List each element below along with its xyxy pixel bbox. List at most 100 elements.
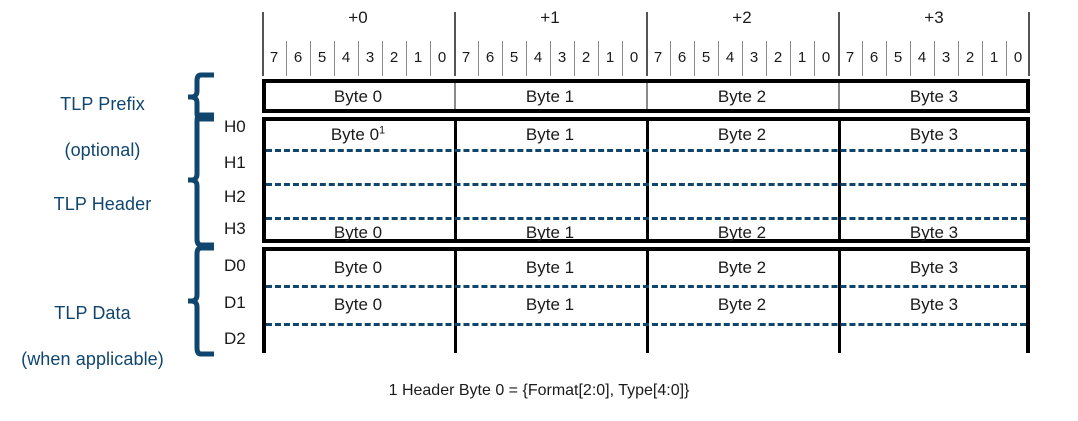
data-d1-byte-0: Byte 0 bbox=[333, 295, 383, 314]
ruler-tick-bit-2-0 bbox=[814, 41, 815, 76]
ruler-bit-3-0: 0 bbox=[1013, 49, 1023, 66]
ruler-tick-bit-1-6 bbox=[478, 41, 479, 76]
ruler-bit-1-7: 7 bbox=[461, 49, 471, 66]
group-label-tlp-prefix: TLP Prefix (optional) bbox=[20, 70, 185, 185]
ruler-tick-bit-2-1 bbox=[790, 41, 791, 76]
ruler-bit-0-0: 0 bbox=[437, 49, 447, 66]
tlp-prefix-section: Byte 0 Byte 1 Byte 2 Byte 3 bbox=[262, 79, 1030, 113]
ruler-tick-byte-end bbox=[1028, 12, 1030, 76]
header-h3-byte-3: Byte 3 bbox=[909, 223, 959, 242]
ruler-bit-2-6: 6 bbox=[677, 49, 687, 66]
data-row-sep-d1-d2 bbox=[266, 323, 1026, 326]
byte-offset-0: +0 bbox=[348, 8, 368, 27]
tlp-data-section: Byte 0 Byte 1 Byte 2 Byte 3 Byte 0 Byte … bbox=[262, 247, 1030, 353]
group-label-tlp-prefix-line1: TLP Prefix bbox=[60, 94, 145, 114]
ruler-bit-1-4: 4 bbox=[533, 49, 543, 66]
data-d0-byte-0: Byte 0 bbox=[333, 258, 383, 277]
row-label-h1: H1 bbox=[224, 153, 246, 172]
ruler-bit-1-3: 3 bbox=[557, 49, 567, 66]
ruler-bit-2-2: 2 bbox=[773, 49, 783, 66]
ruler-bit-3-5: 5 bbox=[893, 49, 903, 66]
ruler-tick-bit-3-0 bbox=[1006, 41, 1007, 76]
data-d1-byte-3: Byte 3 bbox=[909, 295, 959, 314]
header-h0-byte-2: Byte 2 bbox=[717, 125, 767, 144]
ruler-tick-bit-1-2 bbox=[574, 41, 575, 76]
ruler-tick-bit-2-2 bbox=[766, 41, 767, 76]
prefix-col-sep-3 bbox=[838, 83, 840, 109]
ruler-tick-bit-1-3 bbox=[550, 41, 551, 76]
ruler-bit-0-2: 2 bbox=[389, 49, 399, 66]
prefix-col-sep-1 bbox=[454, 83, 456, 109]
ruler-tick-bit-2-3 bbox=[742, 41, 743, 76]
prefix-col-sep-2 bbox=[646, 83, 648, 109]
ruler-bit-2-0: 0 bbox=[821, 49, 831, 66]
ruler-bit-0-6: 6 bbox=[293, 49, 303, 66]
group-label-tlp-data: TLP Data (when applicable) bbox=[0, 279, 185, 394]
ruler-tick-bit-1-4 bbox=[526, 41, 527, 76]
ruler-bit-1-6: 6 bbox=[485, 49, 495, 66]
ruler-tick-bit-3-1 bbox=[982, 41, 983, 76]
ruler-bit-3-6: 6 bbox=[869, 49, 879, 66]
ruler-bit-3-4: 4 bbox=[917, 49, 927, 66]
ruler-bit-0-4: 4 bbox=[341, 49, 351, 66]
header-row-sep-h2-h3 bbox=[266, 217, 1026, 220]
data-d0-byte-1: Byte 1 bbox=[525, 258, 575, 277]
data-d1-byte-1: Byte 1 bbox=[525, 295, 575, 314]
header-col-sep-3 bbox=[838, 121, 841, 239]
row-label-h3: H3 bbox=[224, 219, 246, 238]
footnote-text: 1 Header Byte 0 = {Format[2:0], Type[4:0… bbox=[388, 382, 690, 399]
ruler-bit-3-7: 7 bbox=[845, 49, 855, 66]
ruler-bit-1-1: 1 bbox=[605, 49, 615, 66]
ruler-tick-bit-2-5 bbox=[694, 41, 695, 76]
group-label-tlp-prefix-line2: (optional) bbox=[64, 140, 141, 160]
data-d1-byte-2: Byte 2 bbox=[717, 295, 767, 314]
ruler-tick-byte-3 bbox=[838, 12, 840, 76]
ruler-bit-3-3: 3 bbox=[941, 49, 951, 66]
ruler-tick-bit-0-6 bbox=[286, 41, 287, 76]
ruler-bit-0-1: 1 bbox=[413, 49, 423, 66]
ruler-bit-2-7: 7 bbox=[653, 49, 663, 66]
ruler-bit-1-0: 0 bbox=[629, 49, 639, 66]
header-h0-byte-3: Byte 3 bbox=[909, 125, 959, 144]
ruler-bit-2-3: 3 bbox=[749, 49, 759, 66]
ruler-tick-bit-1-0 bbox=[622, 41, 623, 76]
group-label-tlp-header: TLP Header bbox=[20, 170, 185, 239]
ruler-tick-bit-3-2 bbox=[958, 41, 959, 76]
ruler-bit-1-2: 2 bbox=[581, 49, 591, 66]
data-d0-byte-3: Byte 3 bbox=[909, 258, 959, 277]
ruler-bit-2-1: 1 bbox=[797, 49, 807, 66]
row-label-d2: D2 bbox=[224, 329, 246, 348]
ruler-tick-bit-0-5 bbox=[310, 41, 311, 76]
prefix-byte-3: Byte 3 bbox=[909, 87, 959, 106]
header-row-sep-h0-h1 bbox=[266, 149, 1026, 152]
ruler-tick-bit-2-4 bbox=[718, 41, 719, 76]
ruler-tick-bit-1-1 bbox=[598, 41, 599, 76]
ruler-bit-0-3: 3 bbox=[365, 49, 375, 66]
data-row-sep-d0-d1 bbox=[266, 285, 1026, 288]
ruler-bit-1-5: 5 bbox=[509, 49, 519, 66]
ruler-tick-bit-0-2 bbox=[382, 41, 383, 76]
header-h3-byte-1: Byte 1 bbox=[525, 223, 575, 242]
prefix-byte-2: Byte 2 bbox=[717, 87, 767, 106]
row-label-h0: H0 bbox=[224, 117, 246, 136]
header-row-sep-h1-h2 bbox=[266, 183, 1026, 186]
brace-tlp-header bbox=[188, 112, 214, 248]
tlp-header-section: Byte 01 Byte 1 Byte 2 Byte 3 Byte 0 Byte… bbox=[262, 117, 1030, 243]
byte-offset-1: +1 bbox=[540, 8, 560, 27]
ruler-tick-bit-1-5 bbox=[502, 41, 503, 76]
header-h0-byte-0: Byte 01 bbox=[262, 124, 454, 146]
data-col-sep-1 bbox=[454, 251, 457, 353]
ruler-tick-bit-3-3 bbox=[934, 41, 935, 76]
ruler-tick-byte-1 bbox=[454, 12, 456, 76]
header-h3-byte-0: Byte 0 bbox=[333, 223, 383, 242]
row-label-d0: D0 bbox=[224, 256, 246, 275]
ruler-bit-2-4: 4 bbox=[725, 49, 735, 66]
byte-offset-2: +2 bbox=[732, 8, 752, 27]
group-label-tlp-data-line2: (when applicable) bbox=[21, 349, 164, 369]
ruler-tick-bit-0-1 bbox=[406, 41, 407, 76]
ruler-bit-0-5: 5 bbox=[317, 49, 327, 66]
data-d0-byte-2: Byte 2 bbox=[717, 258, 767, 277]
row-label-d1: D1 bbox=[224, 293, 246, 312]
